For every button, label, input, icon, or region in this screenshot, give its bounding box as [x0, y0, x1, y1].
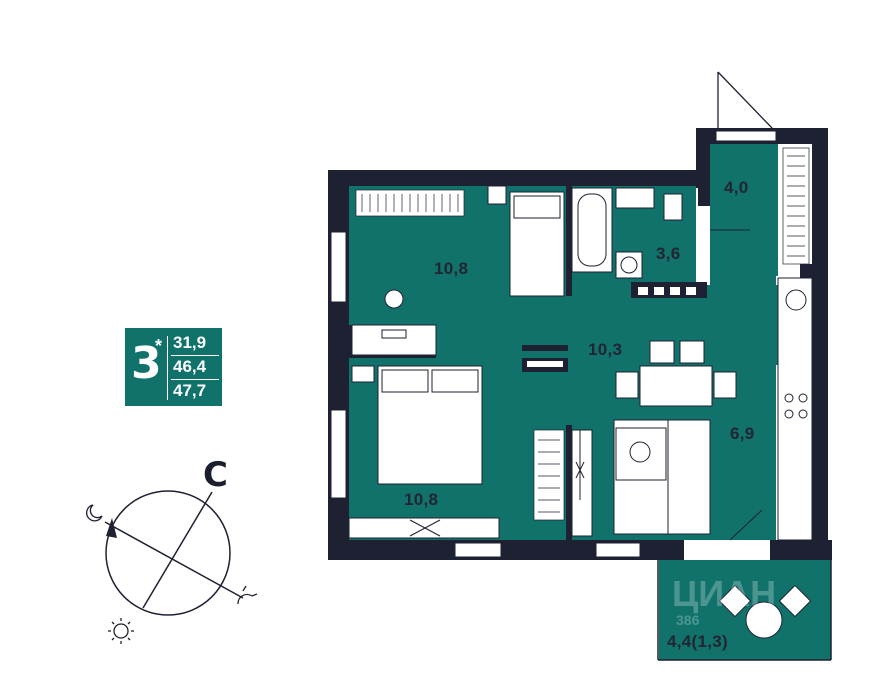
compass-ns-axis: [104, 521, 244, 599]
windows: [330, 130, 777, 558]
room-area-bathroom: 3,6: [656, 244, 681, 263]
watermark-number: 386: [676, 612, 700, 628]
hob-4: [798, 409, 808, 419]
hob-1: [784, 393, 794, 403]
pillow-left: [381, 369, 429, 393]
sink: [615, 187, 655, 209]
interior-wall-gaps: [527, 287, 696, 367]
sofa-back: [667, 419, 711, 535]
room-area-storage: 4,0: [724, 178, 749, 197]
side-table: [629, 441, 651, 463]
room-area-bedroom-bottom: 10,8: [404, 490, 439, 509]
room-area-living: 10,3: [588, 340, 623, 359]
badge-separator-2: [171, 379, 219, 380]
room-area-kitchen: 6,9: [730, 424, 755, 443]
bathtub-inner: [577, 193, 607, 267]
chair-1: [649, 340, 675, 364]
doors: [409, 229, 763, 541]
badge-separator-1: [171, 355, 219, 356]
moon-icon: [86, 504, 103, 522]
kitchen-counter: [777, 277, 813, 541]
balcony: [657, 560, 832, 661]
kitchen-sink: [785, 289, 807, 311]
room-area-bedroom-top: 10,8: [434, 259, 469, 278]
nightstand: [487, 185, 507, 205]
dining-table: [639, 365, 713, 407]
wardrobe-2: [571, 429, 593, 537]
hob-2: [798, 393, 808, 403]
washer-drum: [620, 256, 638, 274]
sun-icon: [108, 618, 134, 644]
compass-ew-axis: [142, 491, 213, 609]
badge-divider: [167, 336, 168, 400]
balcony-door-top: [717, 71, 773, 129]
toilet: [663, 193, 683, 221]
chair-2: [679, 340, 705, 364]
desk-chair: [384, 289, 404, 309]
desk-laptop: [381, 329, 407, 339]
balcony-chair-2: [778, 584, 812, 618]
compass: [104, 490, 244, 616]
chair-3: [615, 371, 639, 399]
hob-3: [784, 409, 794, 419]
total-area-value: 46,4: [173, 357, 207, 376]
bed-pillow: [513, 195, 561, 219]
sunset-icon: [237, 585, 258, 605]
compass-circle: [105, 490, 231, 616]
room-count: 3: [131, 338, 162, 389]
chair-4: [713, 371, 737, 399]
radiator-lines: [361, 155, 805, 513]
living-area-value: 31,9: [173, 333, 207, 352]
watermark: ЦИАН 386: [672, 573, 776, 628]
compass-arrow: [106, 518, 117, 538]
balcony-table: [745, 601, 783, 639]
pillow-right: [431, 369, 479, 393]
total-area-balcony-value: 47,7: [173, 381, 207, 400]
balcony-chair-1: [718, 584, 752, 618]
watermark-text: ЦИАН: [672, 573, 776, 614]
room-count-asterisk: *: [155, 336, 163, 356]
nightstand-2: [351, 365, 375, 383]
apartment-stats-badge: 3 * 31,9 46,4 47,7: [125, 328, 222, 406]
room-area-balcony: 4,4(1,3): [667, 632, 728, 651]
compass-north-label: С: [203, 455, 228, 495]
furniture: [348, 185, 813, 639]
